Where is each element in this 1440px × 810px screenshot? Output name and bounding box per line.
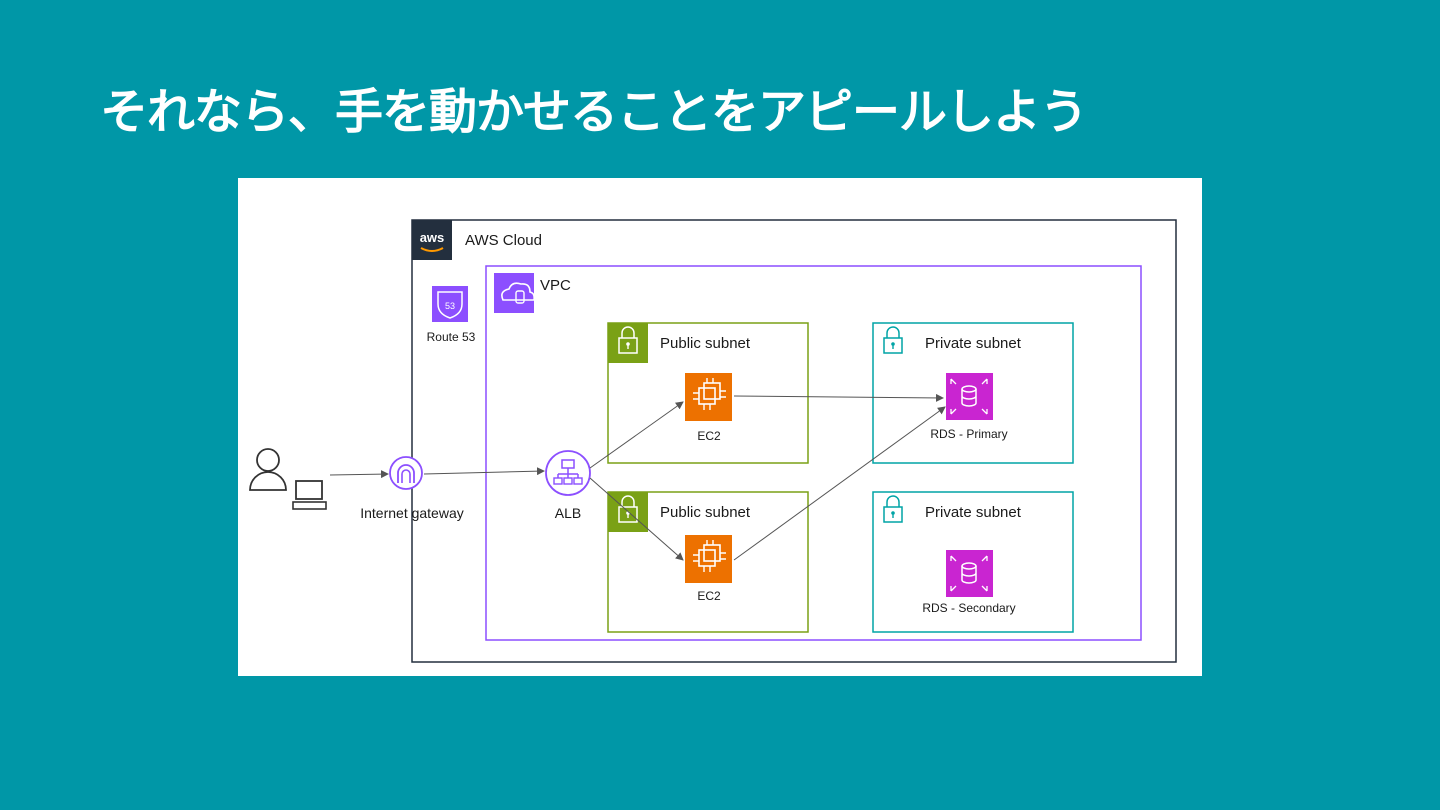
aws-cloud-label: AWS Cloud (465, 232, 542, 249)
public-subnet-1: Public subnet (607, 322, 809, 464)
aws-cloud-group: aws AWS Cloud (411, 219, 1177, 663)
ec2-1-label: EC2 (697, 429, 721, 443)
aws-logo-icon: aws (420, 230, 445, 245)
rds-icon (946, 550, 993, 597)
internet-gateway-icon (389, 456, 423, 490)
vpc-group: VPC (485, 265, 1142, 641)
ec2-icon (685, 535, 732, 583)
ec2-icon (685, 373, 732, 421)
lock-icon (883, 495, 903, 523)
rds-primary-label: RDS - Primary (930, 427, 1007, 441)
rds-secondary-label: RDS - Secondary (922, 601, 1015, 615)
route53-badge: 53 (445, 301, 455, 311)
lock-icon (618, 326, 638, 354)
route53: 53 Route 53 (427, 286, 476, 344)
arrow-ec2-1-to-rds (733, 393, 944, 402)
lock-icon (883, 326, 903, 354)
user-icon (249, 448, 287, 491)
arrow-ec2-2-to-rds (733, 406, 946, 561)
connection-arrows (329, 393, 946, 561)
route53-label: Route 53 (427, 330, 476, 344)
public-subnet-2-label: Public subnet (660, 504, 751, 521)
arrow-user-to-igw (329, 470, 389, 479)
vpc-cloud-icon (501, 282, 535, 304)
laptop-icon (292, 480, 327, 510)
rds-icon (946, 373, 993, 420)
arrow-alb-to-ec2-2 (589, 477, 684, 561)
private-subnet-2: Private subnet (872, 491, 1074, 633)
vpc-label: VPC (540, 277, 571, 294)
private-subnet-1: Private subnet (872, 322, 1074, 464)
private-subnet-2-label: Private subnet (925, 504, 1022, 521)
alb-icon (545, 450, 591, 496)
arrow-alb-to-ec2-1 (589, 401, 684, 469)
arrow-igw-to-alb (423, 467, 545, 476)
public-subnet-1-label: Public subnet (660, 335, 751, 352)
architecture-diagram: aws AWS Cloud VPC 53 Route 53 Public sub… (238, 178, 1202, 676)
internet-gateway-label: Internet gateway (360, 505, 464, 521)
ec2-2-label: EC2 (697, 589, 721, 603)
alb-label: ALB (555, 505, 581, 521)
route53-shield-icon (437, 291, 463, 319)
private-subnet-1-label: Private subnet (925, 335, 1022, 352)
slide-title: それなら、手を動かせることをアピールしよう (100, 84, 1088, 140)
